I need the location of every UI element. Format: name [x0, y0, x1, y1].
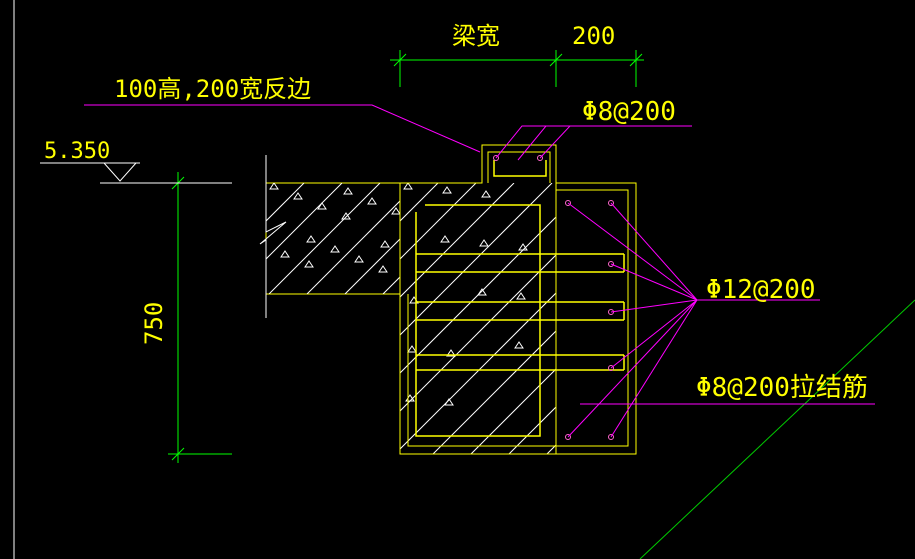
extension-width-label: 200 [572, 22, 615, 50]
hatch-line [470, 368, 556, 454]
aggregate-mark [444, 398, 454, 406]
aggregate-mark [477, 288, 487, 296]
aggregate-mark [378, 265, 388, 273]
hatch-line [266, 183, 305, 222]
hatch-line [306, 200, 400, 294]
hatch-line [400, 254, 556, 412]
hatch-line [400, 183, 401, 184]
hatch-line [344, 238, 400, 294]
hatch-line [266, 183, 343, 260]
aggregate-mark [269, 183, 279, 190]
hatch-line [508, 406, 556, 454]
dimension-lines [168, 50, 644, 463]
rebar-side-label: Φ12@200 [706, 275, 816, 305]
aggregate-mark [479, 239, 489, 247]
aggregate-mark [442, 186, 452, 194]
stirrups [415, 160, 625, 437]
aggregate-mark [330, 245, 340, 253]
triangle-elevation-icon [40, 162, 232, 184]
upturn-note-label: 100高,200宽反边 [114, 75, 311, 103]
aggregate-mark [403, 183, 413, 190]
aggregate-mark [407, 345, 417, 353]
elevation-label: 5.350 [44, 139, 110, 164]
aggregate-mark [516, 292, 526, 300]
rebar-top-label: Φ8@200 [582, 97, 676, 127]
beam-width-label: 梁宽 [452, 22, 500, 50]
aggregate-mark [380, 240, 390, 248]
hatch-line [400, 292, 556, 450]
aggregate-mark [341, 212, 351, 220]
hatch-line [400, 183, 477, 260]
tie-bar-label: Φ8@200拉结筋 [696, 373, 868, 403]
aggregate-mark [304, 260, 314, 268]
hatch-line [400, 216, 556, 374]
beam-section [400, 183, 556, 454]
aggregate-mark [446, 349, 456, 357]
hatch-line [266, 183, 267, 184]
diagonal-guide-line [639, 299, 915, 559]
hatch-line [400, 183, 439, 222]
aggregate-mark [280, 250, 290, 258]
hatch-line [400, 183, 515, 298]
aggregate-mark [440, 235, 450, 243]
aggregate-mark [391, 207, 400, 215]
height-dimension-label: 750 [140, 302, 168, 345]
hatch-line [432, 330, 556, 454]
aggregate-mark [514, 341, 524, 349]
hatch-line [546, 444, 556, 454]
aggregate-mark [317, 202, 327, 210]
rebar-points [493, 155, 614, 440]
hatch-line [268, 183, 381, 294]
aggregate-mark [518, 243, 528, 251]
aggregate-mark [367, 197, 377, 205]
aggregate-mark [354, 255, 364, 263]
aggregate-mark [306, 235, 316, 243]
aggregate-mark [343, 187, 353, 195]
aggregate-mark [293, 192, 303, 200]
break-line-icon [259, 155, 287, 318]
aggregate-mark [481, 190, 491, 198]
beam-outline [399, 144, 637, 455]
leader-lines [84, 104, 875, 438]
